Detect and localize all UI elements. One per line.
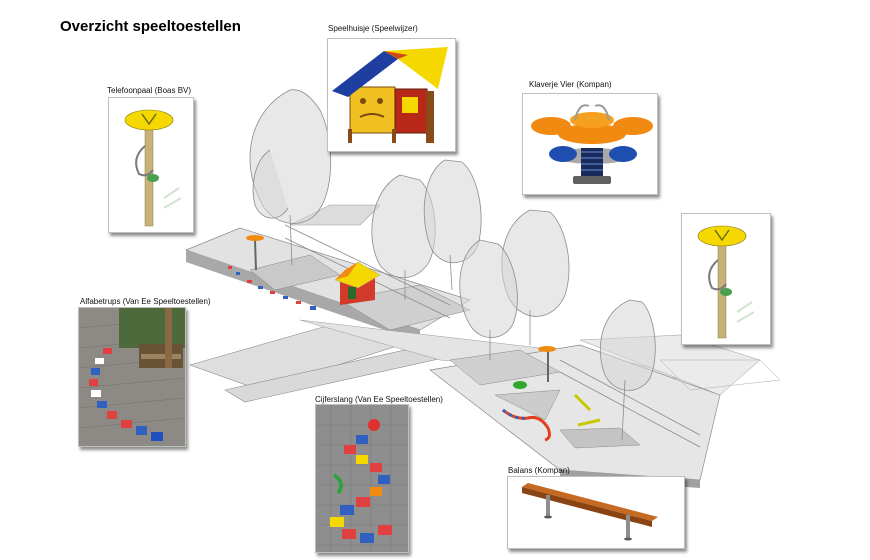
label-telefoonpaal: Telefoonpaal (Boas BV)	[107, 86, 192, 95]
fence	[284, 224, 701, 448]
photo-klaverje	[522, 93, 658, 195]
scene-cijferslang	[502, 408, 551, 442]
tree-icon	[252, 149, 289, 219]
scene-balans	[573, 393, 601, 427]
page-title: Overzicht speeltoestellen	[60, 18, 241, 35]
label-klaverje: Klaverje Vier (Kompan)	[529, 80, 612, 89]
telefoonpaal-icon	[109, 98, 193, 232]
hopscotch-icon	[79, 308, 185, 446]
photo-cijferslang	[315, 404, 409, 553]
photo-telefoonpaal	[108, 97, 194, 233]
label-alfabetrups: Alfabetrups (Van Ee Speeltoestellen)	[80, 297, 211, 306]
scene-klaverje	[513, 381, 527, 389]
tree-icon	[459, 239, 518, 360]
photo-balans	[507, 476, 685, 549]
scene-speelhuisje	[334, 261, 381, 305]
label-cijferslang: Cijferslang (Van Ee Speeltoestellen)	[315, 395, 443, 404]
photo-telefoonpaal-right	[681, 213, 771, 345]
photo-speelhuisje	[327, 38, 456, 152]
klaverje-icon	[523, 94, 657, 194]
label-balans: Balans (Kompan)	[508, 466, 570, 475]
tree-icon	[423, 159, 482, 291]
balans-icon	[508, 477, 684, 548]
scene-telefoonpaal	[246, 235, 556, 382]
trees	[249, 89, 656, 441]
photo-alfabetrups	[78, 307, 186, 447]
tree-icon	[501, 209, 570, 345]
tree-icon	[599, 299, 656, 441]
telefoonpaal-icon	[682, 214, 770, 344]
hopscotch-icon	[316, 405, 408, 552]
speelhuisje-icon	[328, 39, 455, 151]
label-speelhuisje: Speelhuisje (Speelwijzer)	[328, 24, 418, 33]
scene-alfabetrups	[228, 266, 316, 310]
